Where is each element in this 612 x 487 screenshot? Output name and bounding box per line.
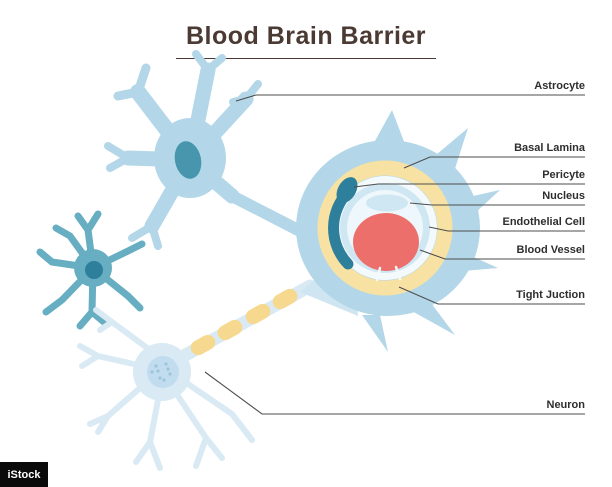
neuron-cell	[77, 307, 255, 471]
leader-nucleus	[409, 202, 585, 206]
basal-lamina-ring	[317, 160, 453, 296]
label-blood-vessel: Blood Vessel	[516, 244, 585, 256]
astrocyte-nucleus	[174, 141, 202, 179]
dark-astrocyte-nucleus	[85, 261, 103, 279]
page-title: Blood Brain Barrier	[0, 22, 612, 59]
leader-pericyte	[353, 183, 585, 188]
label-basal-lamina: Basal Lamina	[514, 142, 585, 154]
leader-astrocyte	[235, 94, 585, 102]
page-title-text: Blood Brain Barrier	[175, 22, 437, 59]
watermark-text: iStock	[7, 468, 41, 481]
endothelial-nucleus	[366, 194, 408, 212]
label-tight-junction: Tight Juction	[516, 289, 585, 301]
neuron-nucleus	[147, 356, 179, 388]
label-neuron: Neuron	[546, 399, 586, 411]
label-endothelial-cell: Endothelial Cell	[502, 216, 585, 228]
leader-tight-junction	[398, 286, 585, 305]
leader-blood-vessel	[419, 249, 585, 260]
label-nucleus: Nucleus	[542, 190, 585, 202]
myelin-sheath	[190, 288, 298, 356]
label-astrocyte: Astrocyte	[534, 80, 585, 92]
leader-lines	[204, 94, 585, 415]
label-pericyte: Pericyte	[542, 169, 585, 181]
leader-neuron	[204, 371, 585, 415]
pericyte-body	[336, 177, 358, 203]
blood-vessel-lumen	[353, 213, 419, 271]
astrocyte-cell	[104, 50, 308, 250]
leader-basal-lamina	[403, 156, 585, 169]
vessel-cross-section	[296, 110, 500, 352]
dark-astrocyte-cell	[36, 210, 146, 330]
tight-junction-marks	[375, 265, 402, 282]
leader-endothelial-cell	[428, 226, 585, 232]
watermark-badge: iStock	[0, 462, 48, 487]
